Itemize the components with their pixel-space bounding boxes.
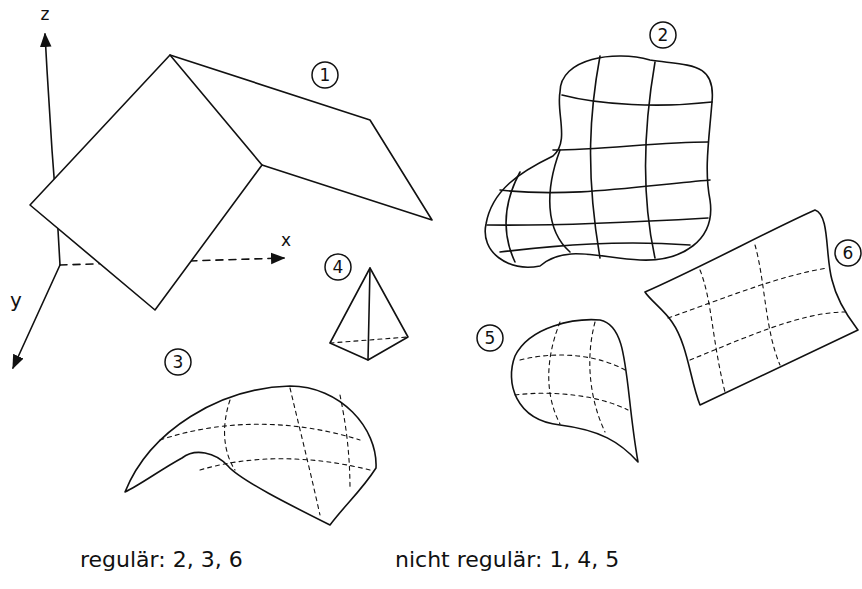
callout-circle: 1	[311, 61, 339, 89]
callout-number: 2	[649, 21, 677, 49]
note-text: nicht regulär: 1, 4, 5	[395, 548, 619, 572]
callout-circle: 6	[834, 239, 862, 267]
coordinate-axes	[13, 34, 284, 368]
blob-surface	[485, 56, 712, 267]
teardrop-surface	[511, 320, 638, 462]
saddle-surface	[125, 386, 376, 525]
callout-circle: 5	[476, 324, 504, 352]
callout-number: 5	[476, 324, 504, 352]
callout-number: 6	[834, 239, 862, 267]
callout-circle: 4	[324, 253, 352, 281]
callout-number: 3	[164, 348, 192, 376]
axis-label: x	[281, 231, 291, 250]
callout-number: 4	[324, 253, 352, 281]
axis-label: z	[41, 5, 50, 24]
callout-circle: 3	[164, 348, 192, 376]
callout-circle: 2	[649, 21, 677, 49]
callout-number: 1	[311, 61, 339, 89]
note-text: regulär: 2, 3, 6	[80, 548, 243, 572]
axis-label: y	[10, 289, 22, 311]
tetrahedron	[330, 268, 408, 360]
sheet-surface	[645, 210, 858, 405]
